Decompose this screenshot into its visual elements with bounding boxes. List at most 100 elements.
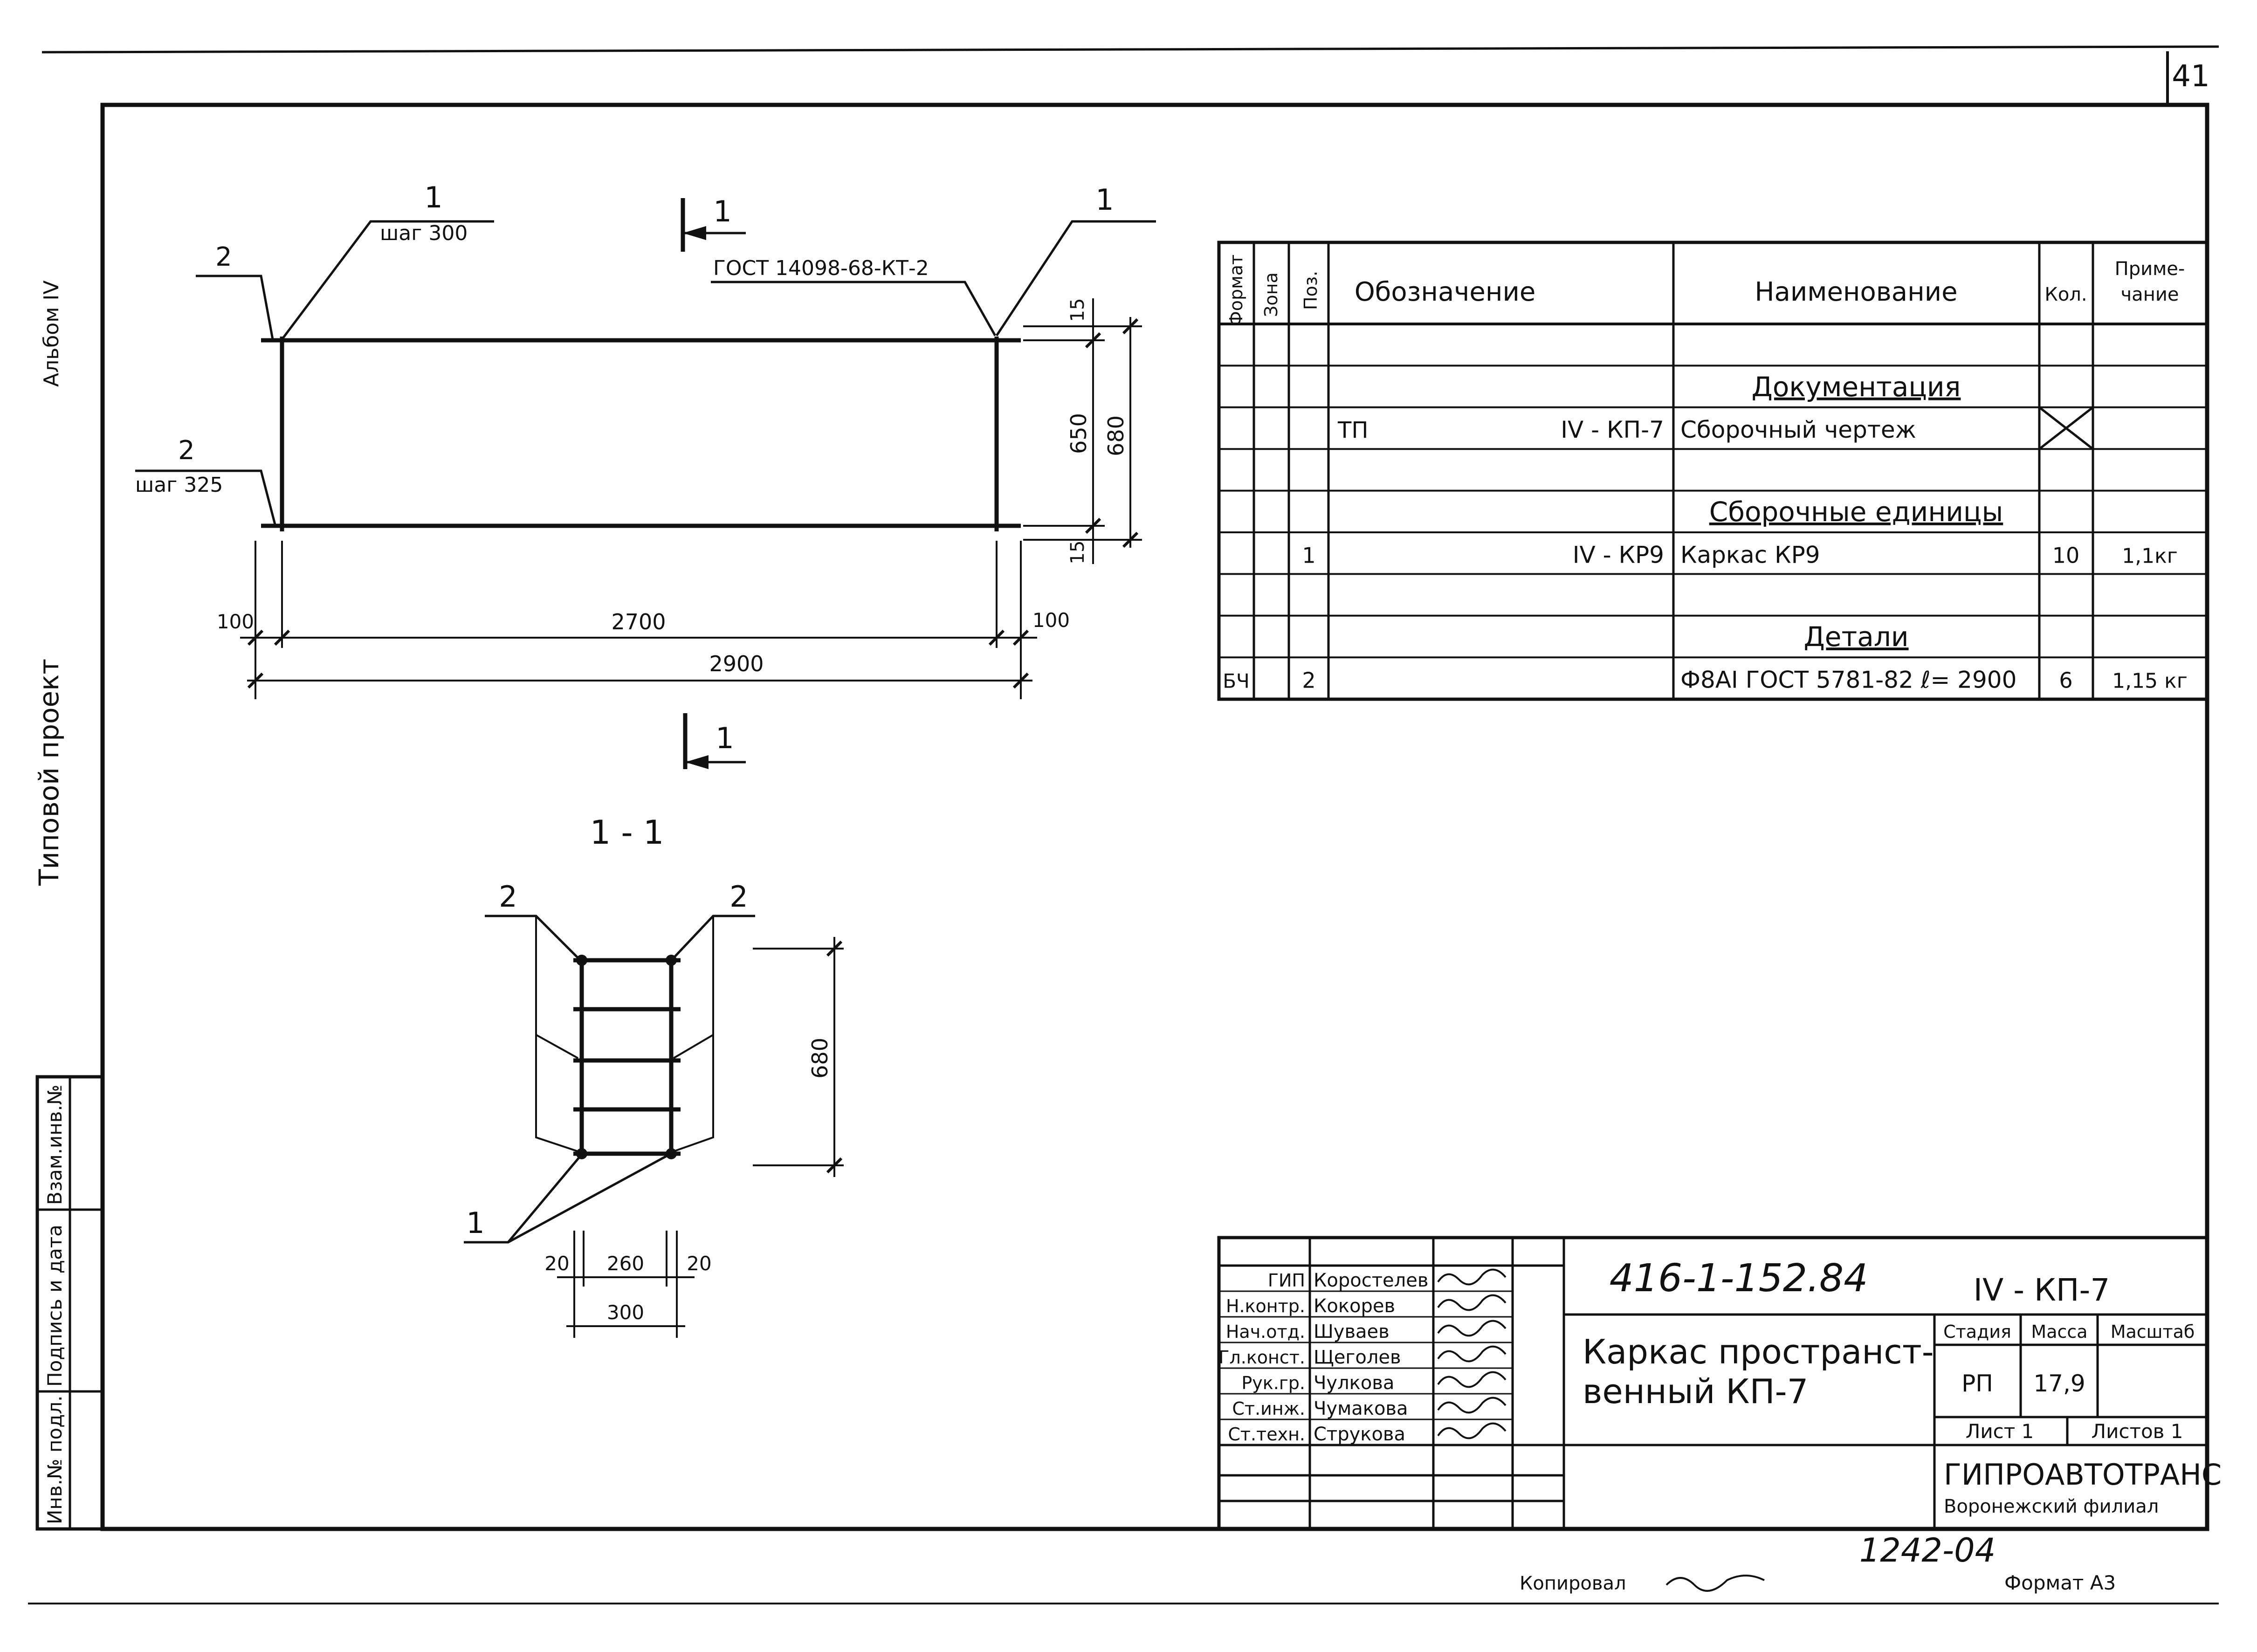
side-stamp-replace: Взам.инв.№ — [43, 1085, 66, 1205]
spec-row: Документация — [1752, 371, 1961, 403]
cell-name-heading: Документация — [1752, 371, 1961, 403]
svg-text:1: 1 — [713, 194, 731, 228]
staff-name: Струкова — [1314, 1424, 1405, 1445]
staff-signature — [1437, 1397, 1507, 1414]
header-designation: Обозначение — [1355, 277, 1536, 307]
staff-row: Нач.отд.Шуваев — [1226, 1320, 1507, 1342]
title-line-1: Каркас пространст- — [1583, 1332, 1934, 1371]
dim-left-overhang: 100 — [217, 610, 254, 633]
cell-pos: 1 — [1302, 543, 1315, 568]
callout-2-bottom-note: шаг 325 — [135, 473, 223, 497]
side-stamp-inv: Инв.№ подл. — [43, 1396, 66, 1524]
spec-table: Формат Зона Поз. Обозначение Наименовани… — [1217, 241, 2209, 701]
staff-signature — [1437, 1422, 1507, 1439]
dim-height-inner: 650 — [1066, 413, 1091, 454]
section-dim-height: 680 — [807, 1038, 833, 1079]
staff-row: Рук.гр.Чулкова — [1241, 1371, 1507, 1394]
cell-format: БЧ — [1223, 670, 1250, 693]
dim-right-overhang: 100 — [1032, 609, 1070, 632]
dim-height-total: 680 — [1103, 415, 1128, 456]
section-callout-2-right: 2 — [729, 880, 748, 914]
staff-row: Н.контр.Кокорев — [1226, 1294, 1507, 1317]
section-view: 1 - 1 2 2 1 — [464, 813, 844, 1338]
org-name: ГИПРОАВТОТРАНС — [1944, 1458, 2222, 1492]
page-number: 41 — [2172, 59, 2209, 94]
mass-label: Масса — [2031, 1322, 2087, 1342]
cell-name-heading: Сборочные единицы — [1709, 496, 2003, 528]
cell-name: Каркас КР9 — [1680, 541, 1820, 568]
gost-note: ГОСТ 14098-68-КТ-2 — [713, 256, 929, 280]
cell-designation-right: IV - КП-7 — [1561, 416, 1664, 443]
staff-name: Кокорев — [1314, 1295, 1395, 1317]
header-note-2: чание — [2121, 284, 2179, 305]
cell-pos: 2 — [1302, 668, 1315, 693]
page-number-box: 41 — [2166, 51, 2210, 103]
svg-text:1: 1 — [716, 721, 734, 755]
format-label: Формат А3 — [2004, 1571, 2116, 1594]
cell-note: 1,1кг — [2122, 544, 2178, 568]
staff-name: Коростелев — [1314, 1270, 1428, 1291]
header-zone: Зона — [1261, 272, 1281, 317]
callout-1-top-note: шаг 300 — [380, 221, 468, 245]
callout-2-bottom: 2 — [178, 435, 195, 466]
dim-span: 2700 — [611, 609, 666, 634]
staff-row: Ст.инж.Чумакова — [1232, 1397, 1507, 1419]
gost-leader — [711, 281, 997, 337]
cell-name: Ф8АI ГОСТ 5781-82 ℓ= 2900 — [1680, 667, 2016, 694]
header-name: Наименование — [1755, 277, 1957, 307]
cell-note: 1,15 кг — [2112, 669, 2188, 693]
staff-signature — [1437, 1294, 1507, 1311]
staff-name: Щеголев — [1314, 1347, 1401, 1368]
sheet-code: IV - КП-7 — [1974, 1272, 2110, 1308]
stage-label: Стадия — [1943, 1322, 2011, 1342]
horizontal-dimensions: 100 2700 100 2900 — [217, 541, 1070, 699]
org-branch: Воронежский филиал — [1944, 1496, 2159, 1517]
staff-role: Гл.конст. — [1218, 1347, 1305, 1368]
copied-label: Копировал — [1520, 1573, 1626, 1594]
header-note-1: Приме- — [2115, 258, 2185, 280]
staff-role: Рук.гр. — [1241, 1373, 1305, 1393]
side-project-label: Типовой проект — [33, 659, 65, 886]
spec-row: ТП IV - КП-7 Сборочный чертеж — [1337, 406, 2094, 450]
front-view: 1 шаг 300 2 2 шаг 325 ГОСТ 14098-68-КТ-2… — [135, 180, 1156, 769]
bottom-code: 1242-04 — [1859, 1531, 1996, 1569]
trim-line-top — [41, 45, 2219, 54]
section-mark-bottom: 1 — [683, 713, 746, 769]
spec-row: Сборочные единицы — [1709, 496, 2003, 528]
crossed-cell-mark — [2038, 406, 2094, 450]
scale-label: Масштаб — [2111, 1322, 2195, 1342]
header-qty: Кол. — [2044, 284, 2087, 305]
callout-1-right: 1 — [1095, 183, 1114, 217]
cell-designation-left: ТП — [1337, 417, 1368, 443]
staff-role: ГИП — [1268, 1270, 1305, 1291]
cell-name: Сборочный чертеж — [1680, 416, 1916, 443]
callout-1-top: 1 — [424, 180, 442, 214]
section-dim-left: 20 — [544, 1252, 569, 1275]
section-mark-top: 1 — [681, 194, 746, 252]
dim-top-cover: 15 — [1067, 298, 1088, 322]
dim-total: 2900 — [709, 651, 764, 676]
drawing-frame — [100, 103, 2209, 1531]
section-dim-width: 300 — [607, 1301, 644, 1324]
header-format: Формат — [1226, 255, 1246, 326]
staff-row: Гл.конст. Щеголев — [1218, 1345, 1507, 1368]
title-line-2: венный КП-7 — [1583, 1372, 1808, 1411]
cell-designation-right: IV - КР9 — [1573, 541, 1664, 568]
title-block: ГИП КоростелевН.контр.КокоревНач.отд.Шува… — [1217, 1236, 2222, 1531]
sheet-label: Лист 1 — [1966, 1420, 2034, 1443]
staff-role: Ст.инж. — [1232, 1398, 1305, 1419]
stage-value: РП — [1961, 1370, 1993, 1397]
side-stamp-sign: Подпись и дата — [43, 1225, 66, 1387]
callout-leader-2-bottom — [135, 469, 276, 525]
sheets-label: Листов 1 — [2092, 1420, 2183, 1443]
section-dim-mid: 260 — [607, 1252, 644, 1275]
section-dim-right: 20 — [687, 1252, 711, 1275]
staff-name: Шуваев — [1314, 1321, 1390, 1342]
doc-code: 416-1-152.84 — [1610, 1256, 1868, 1301]
callout-leader-1-top — [281, 220, 494, 340]
staff-row: Ст.техн.Струкова — [1228, 1422, 1507, 1445]
section-callout-1: 1 — [466, 1206, 484, 1240]
